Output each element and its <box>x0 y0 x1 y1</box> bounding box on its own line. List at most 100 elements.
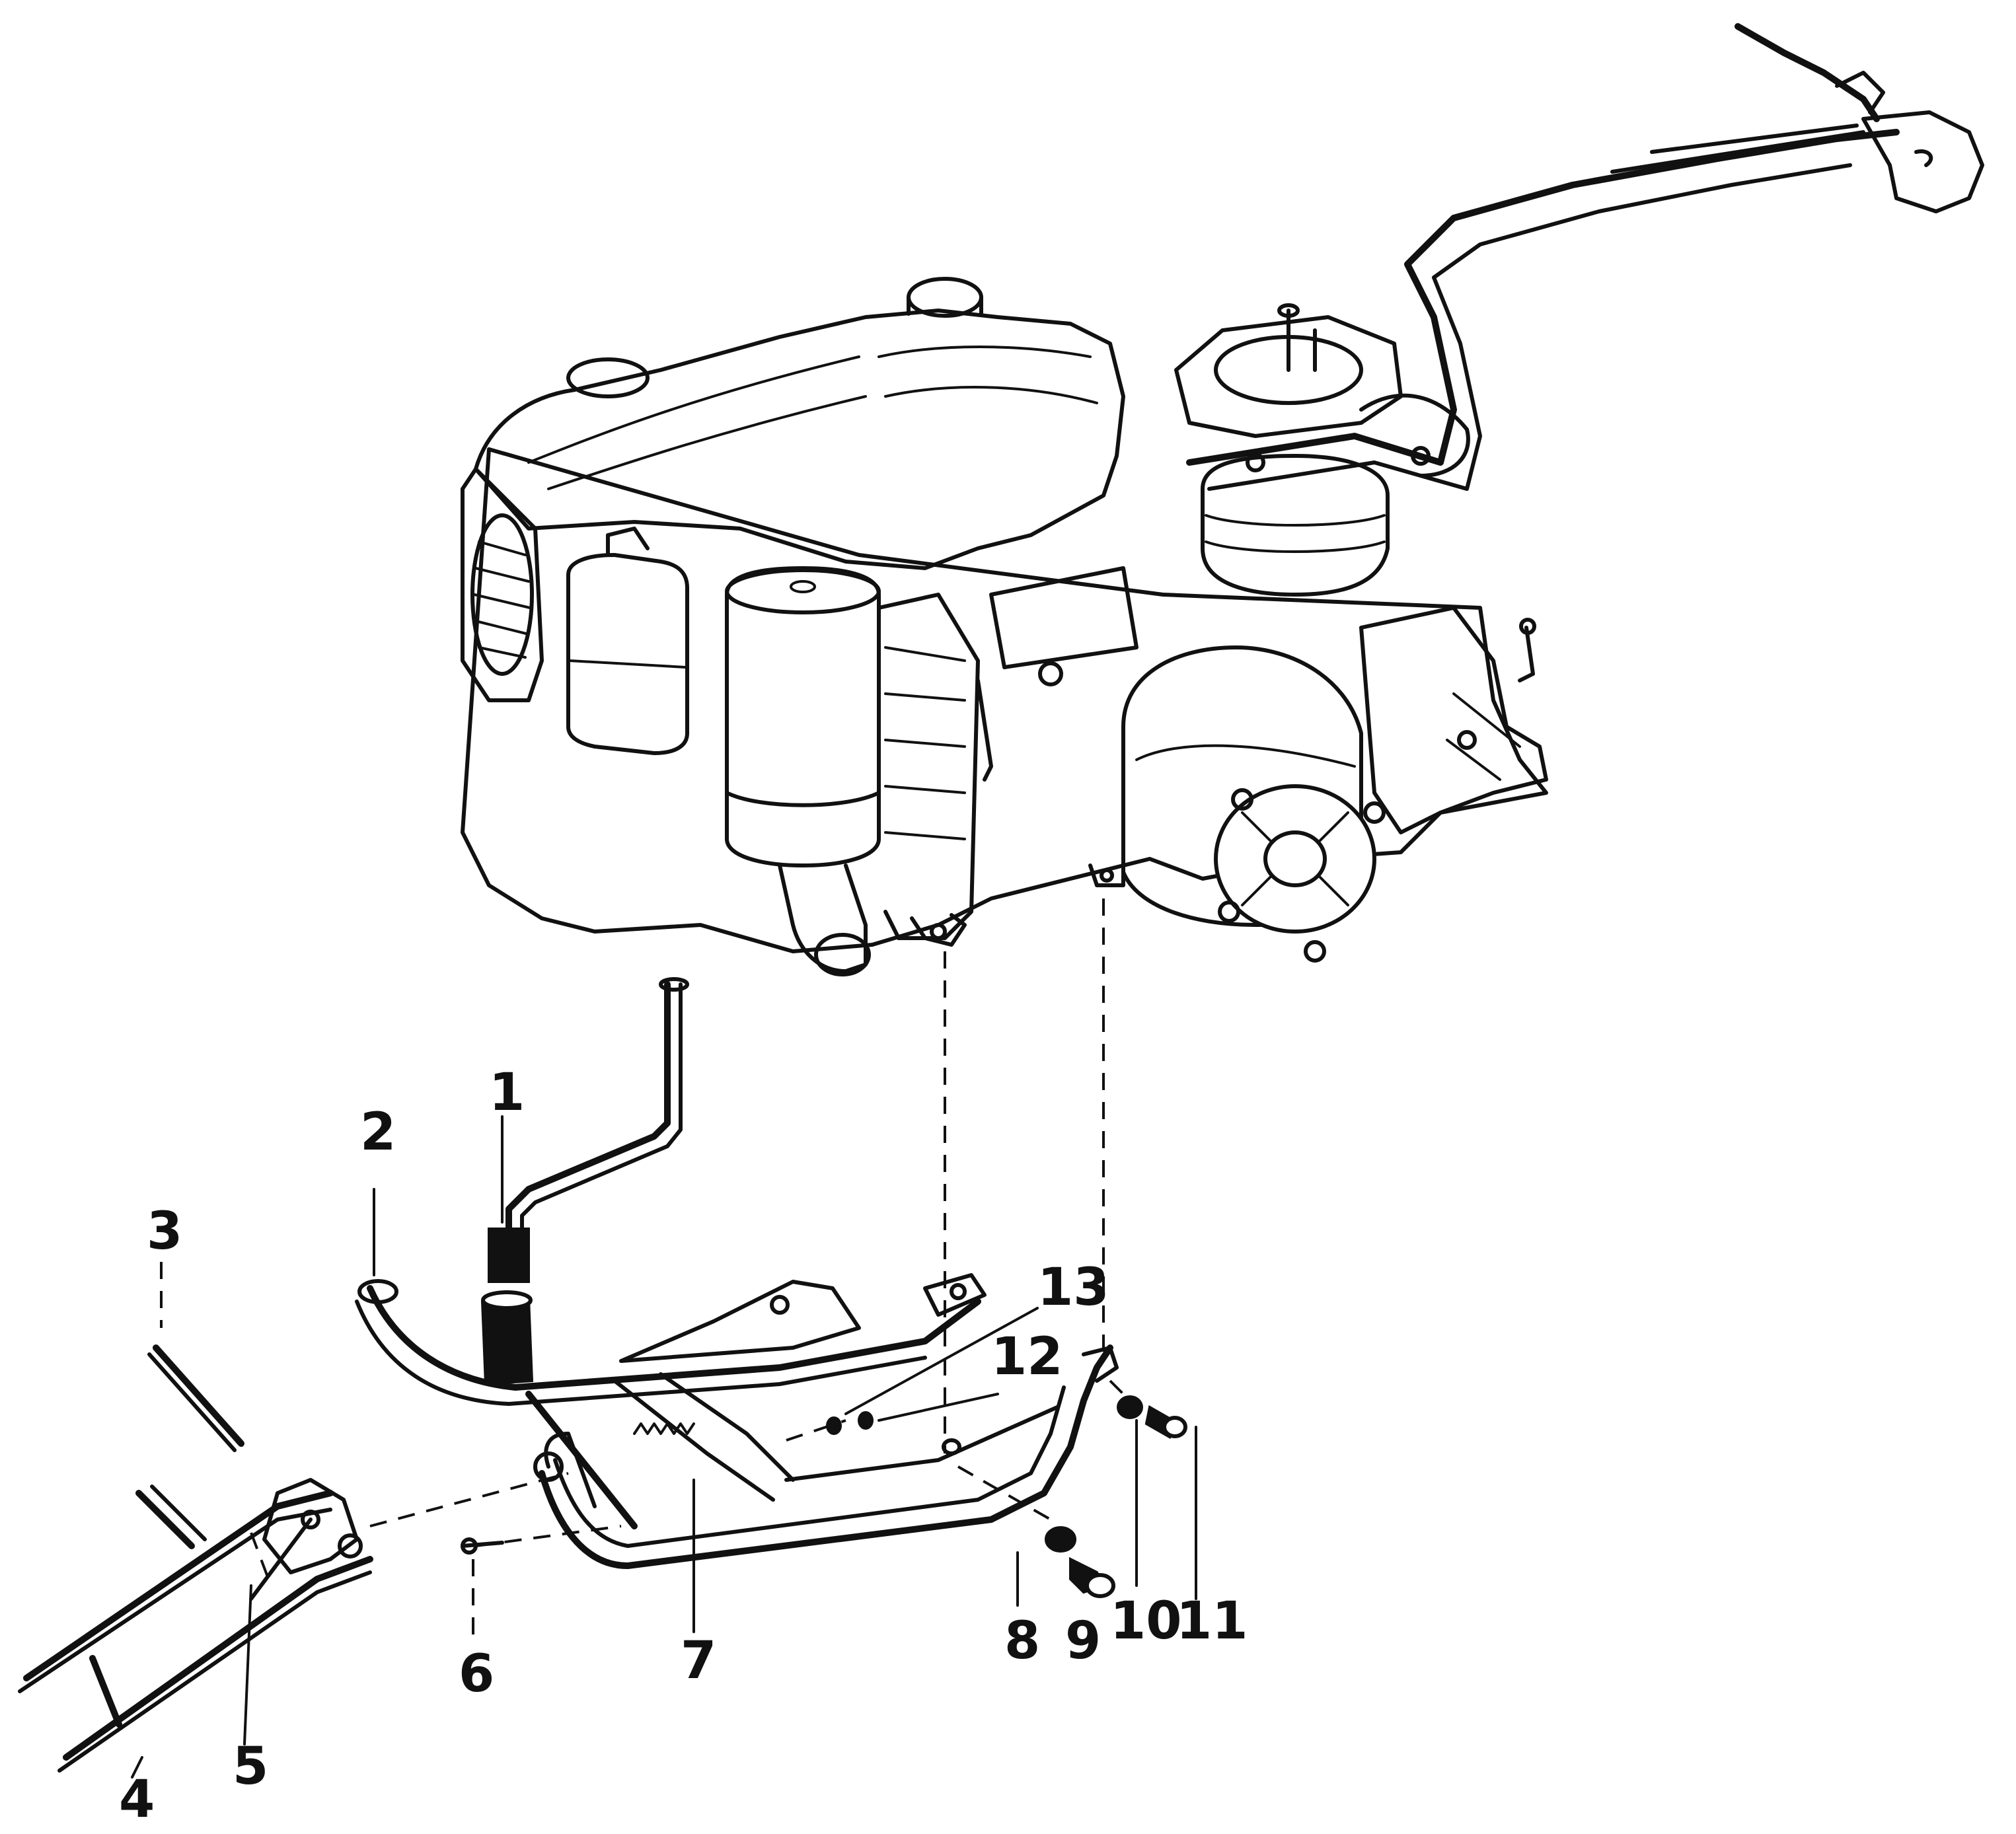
rear-housing <box>1359 606 1548 834</box>
frame-boss <box>942 1438 961 1455</box>
carburetor-studs <box>1287 309 1317 372</box>
mount-lug-left <box>910 913 967 947</box>
filler-cap-side <box>907 295 983 316</box>
frame-crossbar-1 <box>525 1391 638 1529</box>
stand-bracket-bolt <box>338 1533 363 1559</box>
frame-bracket-plate <box>619 1280 861 1363</box>
control-lever-clamp <box>1835 71 1885 114</box>
handlebar-pivot-2 <box>1411 446 1431 466</box>
mount-lug-right-hole <box>1100 868 1114 883</box>
stand-leg-edge <box>150 1485 207 1541</box>
callout-3: 3 <box>147 1202 182 1261</box>
bolt-9-head <box>1085 1573 1115 1598</box>
handlebar-column-inner <box>1207 163 1852 491</box>
leader-part5 <box>250 1532 272 1586</box>
screw-6 <box>461 1541 504 1548</box>
stand-crossbar <box>89 1655 122 1728</box>
rear-housing-bolt <box>1457 730 1477 750</box>
stand-bracket <box>262 1478 359 1574</box>
crankcase <box>461 447 1548 953</box>
drive-flange-spokes <box>1241 811 1349 906</box>
reservoir-cap <box>606 527 650 557</box>
rear-lever-knob <box>1519 618 1536 635</box>
callout-5: 5 <box>233 1737 268 1796</box>
frame-skid-lug <box>1082 1346 1119 1383</box>
gearbox-cover <box>989 566 1139 669</box>
frame-stub-tube <box>544 1432 597 1508</box>
frame-crossbar-3 <box>659 1372 795 1482</box>
rear-lever <box>1518 626 1535 682</box>
spacer-12 <box>858 1411 874 1430</box>
drive-flange-bolt-2 <box>1363 801 1386 824</box>
callout-2: 2 <box>360 1103 396 1162</box>
frame-crossbar-2 <box>613 1379 775 1502</box>
cylinder-block <box>877 593 980 940</box>
callout-1: 1 <box>489 1063 525 1122</box>
callout-4: 4 <box>119 1770 155 1829</box>
callout-10: 10 <box>1110 1592 1182 1651</box>
engine-assembly <box>461 23 1984 976</box>
governor-bell-bands <box>1205 514 1386 553</box>
pin-shaft-edge <box>147 1352 237 1452</box>
air-filter-band <box>725 791 881 807</box>
clutch-housing <box>1121 645 1363 927</box>
small-cap <box>566 357 650 398</box>
frame-lug-right-hole <box>950 1283 967 1300</box>
fan-grille <box>470 513 534 676</box>
stand-leg <box>135 1490 195 1549</box>
starter-crank-sleeve-top <box>481 1290 533 1310</box>
washer-10 <box>1117 1395 1143 1419</box>
intake-elbow <box>778 863 868 973</box>
drive-flange <box>1214 784 1376 934</box>
stand-bracket-link <box>249 1518 313 1601</box>
tension-spring <box>633 1422 695 1435</box>
governor-bell <box>1201 454 1390 597</box>
hardware <box>461 1395 1187 1598</box>
control-lever <box>1735 23 1880 122</box>
callout-7: 7 <box>681 1631 716 1691</box>
stand-bracket-pivot <box>301 1510 320 1529</box>
control-cable <box>1610 124 1865 174</box>
frame-tube-front <box>367 1285 981 1391</box>
stand-rail-upper <box>23 1490 334 1681</box>
assembly-leader-lines <box>250 899 1131 1586</box>
carrier-frame <box>355 1273 1119 1569</box>
rear-housing-rib <box>1446 692 1521 781</box>
drive-flange-bolt-1 <box>1231 788 1253 811</box>
callout-leaders <box>131 1115 1197 1779</box>
fan-shroud <box>461 467 544 702</box>
drive-flange-hub <box>1263 830 1327 887</box>
clutch-housing-rib <box>1135 744 1356 768</box>
callout-labels: 1 2 3 4 5 6 7 8 9 10 11 12 13 <box>119 1063 1248 1829</box>
frame-skid <box>539 1344 1113 1569</box>
pin-shaft <box>153 1344 244 1447</box>
starter-crank-grip <box>488 1228 530 1283</box>
air-filter-top <box>725 568 881 614</box>
leader-5 <box>243 1584 252 1745</box>
dipstick <box>976 679 993 782</box>
cylinder-fins <box>884 646 966 840</box>
leader-frame-to-8 <box>957 1465 1051 1521</box>
pin <box>147 1344 244 1452</box>
air-filter-nub <box>790 580 816 593</box>
starter-crank-shaft-edge <box>520 982 683 1237</box>
leader-4 <box>131 1756 143 1779</box>
starter-crank-tip <box>659 977 689 992</box>
bolt-11-head <box>1162 1416 1187 1438</box>
starter-crank-sleeve <box>480 1296 534 1386</box>
drive-flange-bolt-3 <box>1218 900 1240 923</box>
intake-elbow-end <box>814 933 871 976</box>
stand-rail-lower <box>63 1556 373 1761</box>
gearbox-plug <box>1038 661 1063 686</box>
drive-flange-bolt-4 <box>1304 940 1326 963</box>
handlebar-head-slot <box>1914 149 1933 167</box>
reservoir-band <box>568 659 687 669</box>
washer-8 <box>1045 1526 1076 1553</box>
frame-tube-end <box>357 1279 398 1304</box>
leader-12-13 <box>786 1419 846 1442</box>
spacer-13 <box>826 1416 842 1435</box>
fan-grille-slats <box>473 540 531 659</box>
tank-ridge-line <box>527 346 1098 490</box>
starter-crank-shaft <box>505 981 671 1239</box>
